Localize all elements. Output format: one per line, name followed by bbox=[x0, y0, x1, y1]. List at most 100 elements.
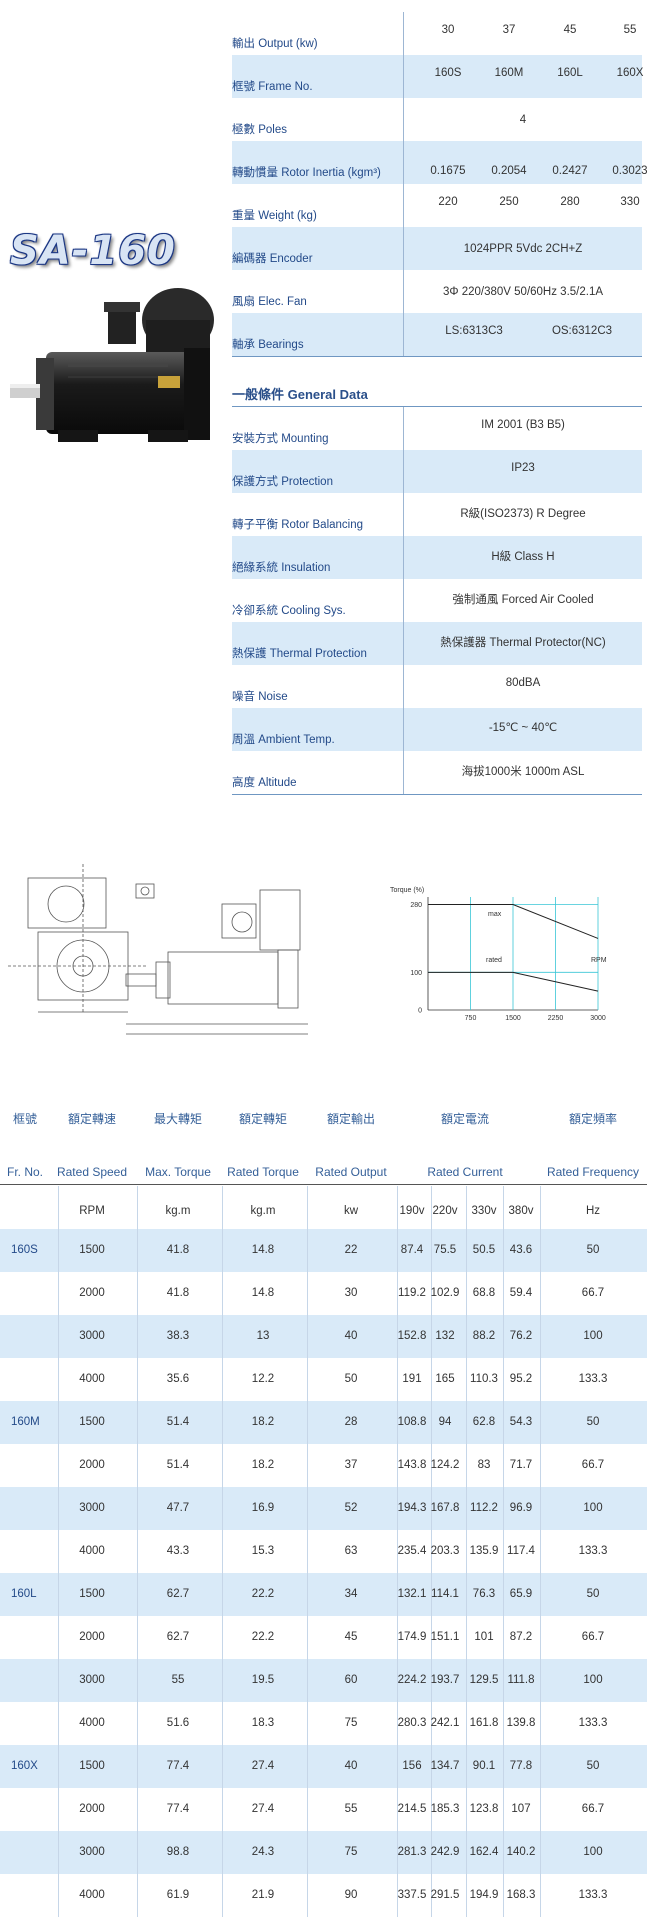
column-divider bbox=[58, 1530, 59, 1573]
column-divider bbox=[307, 1573, 308, 1616]
value-cell: 101 bbox=[474, 1631, 494, 1643]
value-cell: 75 bbox=[344, 1846, 358, 1858]
column-divider bbox=[431, 1315, 432, 1358]
column-divider bbox=[403, 313, 404, 356]
frame-cell: 160L bbox=[11, 1588, 37, 1600]
value-cell: 47.7 bbox=[166, 1502, 190, 1514]
column-divider bbox=[431, 1272, 432, 1315]
value-cell: 34 bbox=[344, 1588, 358, 1600]
column-divider bbox=[403, 184, 404, 227]
value-cell: 45 bbox=[344, 1631, 358, 1643]
value-cell: 37 bbox=[344, 1459, 358, 1471]
value-cell: 22.2 bbox=[251, 1588, 275, 1600]
value-cell: 15.3 bbox=[251, 1545, 275, 1557]
column-divider bbox=[503, 1745, 504, 1788]
column-divider bbox=[58, 1616, 59, 1659]
column-divider bbox=[307, 1831, 308, 1874]
spec-label: 重量 Weight (kg) bbox=[232, 210, 317, 222]
general-label: 轉子平衡 Rotor Balancing bbox=[232, 519, 364, 531]
value-cell: 1500 bbox=[79, 1760, 105, 1772]
value-cell: 134.7 bbox=[430, 1760, 460, 1772]
general-values: -15℃ ~ 40℃ bbox=[404, 708, 642, 751]
value-cell: 4000 bbox=[79, 1545, 105, 1557]
general-values: 強制通風 Forced Air Cooled bbox=[404, 579, 642, 622]
column-divider bbox=[137, 1272, 138, 1315]
column-divider bbox=[466, 1530, 467, 1573]
column-divider bbox=[540, 1745, 541, 1788]
value-cell: 96.9 bbox=[509, 1502, 533, 1514]
value-cell: 51.4 bbox=[166, 1416, 190, 1428]
spec-value: 160S bbox=[434, 67, 462, 79]
value-cell: 38.3 bbox=[166, 1330, 190, 1342]
column-divider bbox=[540, 1530, 541, 1573]
column-divider bbox=[403, 622, 404, 665]
column-divider bbox=[58, 1487, 59, 1530]
value-cell: 193.7 bbox=[430, 1674, 460, 1686]
column-divider bbox=[466, 1444, 467, 1487]
value-cell: 90 bbox=[344, 1889, 358, 1901]
column-divider bbox=[503, 1616, 504, 1659]
value-cell: 214.5 bbox=[397, 1803, 427, 1815]
value-cell: 3000 bbox=[79, 1502, 105, 1514]
spec-label: 框號 Frame No. bbox=[232, 81, 313, 93]
unit-cell: kg.m bbox=[250, 1205, 276, 1217]
spec-value: 250 bbox=[499, 196, 519, 208]
general-label: 高度 Altitude bbox=[232, 777, 297, 789]
value-cell: 194.9 bbox=[469, 1889, 499, 1901]
value-cell: 55 bbox=[171, 1674, 185, 1686]
column-divider bbox=[222, 1831, 223, 1874]
column-divider bbox=[503, 1788, 504, 1831]
column-divider bbox=[137, 1229, 138, 1272]
value-cell: 156 bbox=[402, 1760, 422, 1772]
value-cell: 280.3 bbox=[397, 1717, 427, 1729]
value-cell: 1500 bbox=[79, 1416, 105, 1428]
header-en: Rated Current bbox=[427, 1165, 503, 1179]
value-cell: 291.5 bbox=[430, 1889, 460, 1901]
column-divider bbox=[503, 1530, 504, 1573]
value-cell: 161.8 bbox=[469, 1717, 499, 1729]
value-cell: 35.6 bbox=[166, 1373, 190, 1385]
value-cell: 281.3 bbox=[397, 1846, 427, 1858]
column-divider bbox=[503, 1444, 504, 1487]
column-divider bbox=[307, 1702, 308, 1745]
column-divider bbox=[431, 1573, 432, 1616]
column-divider bbox=[222, 1444, 223, 1487]
general-value: 海拔1000米 1000m ASL bbox=[461, 766, 585, 778]
column-divider bbox=[397, 1745, 398, 1788]
spec-value: 37 bbox=[502, 24, 516, 36]
column-divider bbox=[403, 751, 404, 794]
column-divider bbox=[540, 1831, 541, 1874]
header-zh: 額定頻率 bbox=[568, 1112, 617, 1126]
value-cell: 14.8 bbox=[251, 1287, 275, 1299]
column-divider bbox=[431, 1186, 432, 1229]
value-cell: 203.3 bbox=[430, 1545, 460, 1557]
value-cell: 185.3 bbox=[430, 1803, 460, 1815]
spec-values: 4 bbox=[404, 98, 642, 141]
column-divider bbox=[503, 1702, 504, 1745]
spec-value: 1024PPR 5Vdc 2CH+Z bbox=[463, 243, 583, 255]
column-divider bbox=[137, 1788, 138, 1831]
value-cell: 2000 bbox=[79, 1287, 105, 1299]
column-divider bbox=[137, 1487, 138, 1530]
general-row: 周溫 Ambient Temp.-15℃ ~ 40℃ bbox=[232, 708, 642, 752]
column-divider bbox=[503, 1874, 504, 1917]
column-divider bbox=[137, 1315, 138, 1358]
column-divider bbox=[403, 98, 404, 141]
general-value: 熱保護器 Thermal Protector(NC) bbox=[440, 637, 606, 649]
column-divider bbox=[222, 1401, 223, 1444]
value-cell: 3000 bbox=[79, 1674, 105, 1686]
value-cell: 50 bbox=[586, 1760, 600, 1772]
value-cell: 65.9 bbox=[509, 1588, 533, 1600]
